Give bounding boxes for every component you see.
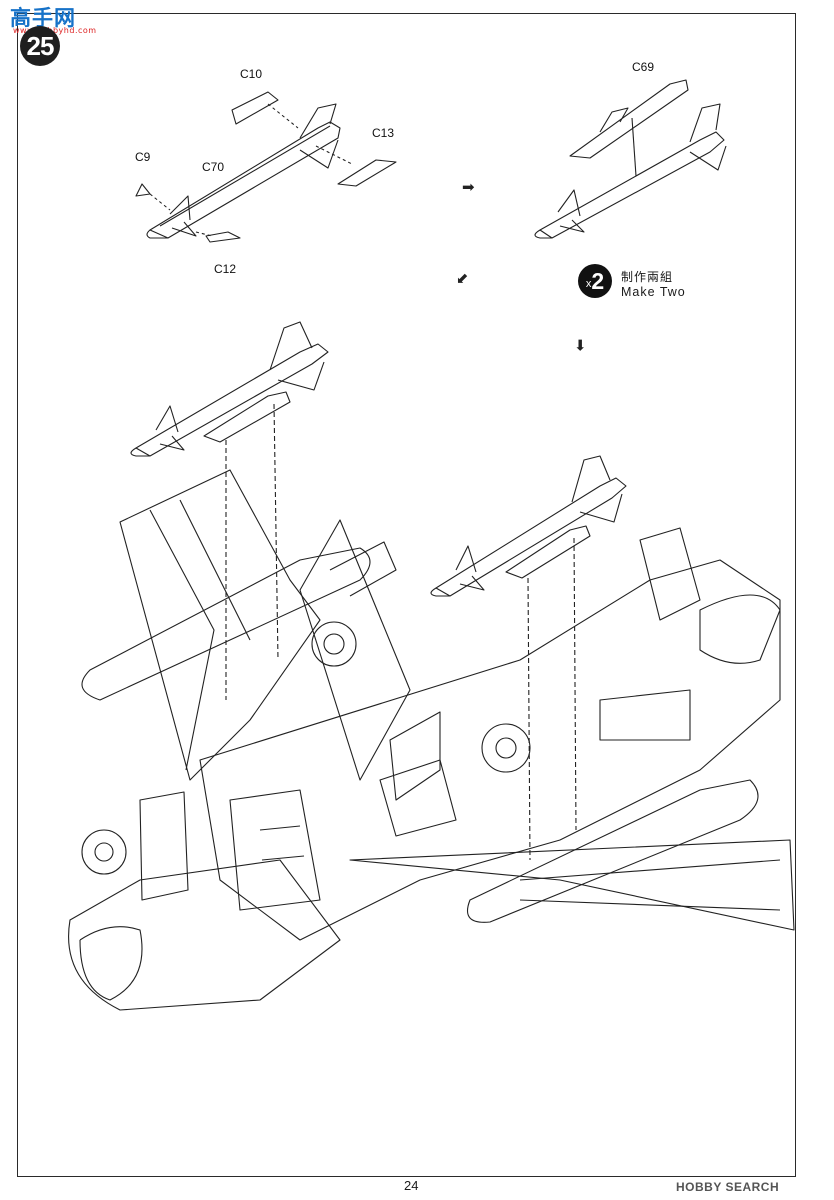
part-label-c12: C12 xyxy=(214,262,237,276)
arrow-down-icon: ➡ xyxy=(571,338,589,352)
aircraft-fuselage xyxy=(68,469,795,1011)
assembled-missile xyxy=(534,79,727,239)
part-label-c70: C70 xyxy=(202,160,225,174)
right-wing-missile xyxy=(430,455,627,861)
multiplier-value: 2 xyxy=(591,268,605,294)
multiplier-prefix: x xyxy=(585,278,592,290)
instruction-chinese: 制作兩組 xyxy=(621,270,674,284)
instruction-english: Make Two xyxy=(621,285,686,299)
part-label-c69: C69 xyxy=(632,60,655,74)
exploded-missile xyxy=(135,91,397,243)
part-label-c9: C9 xyxy=(135,150,151,164)
part-label-c10: C10 xyxy=(240,67,263,81)
arrow-right-icon: ➡ xyxy=(462,179,475,196)
step-number-badge: 25 xyxy=(20,26,60,66)
multiplier-badge: x2 xyxy=(578,264,612,298)
watermark-site: www.hobbyhd.com xyxy=(13,26,97,35)
part-label-c13: C13 xyxy=(372,126,395,140)
left-wing-missile xyxy=(130,321,329,700)
footer-logo: HOBBY SEARCH xyxy=(676,1180,780,1194)
page-border xyxy=(17,13,796,1177)
page-number: 24 xyxy=(404,1178,419,1193)
